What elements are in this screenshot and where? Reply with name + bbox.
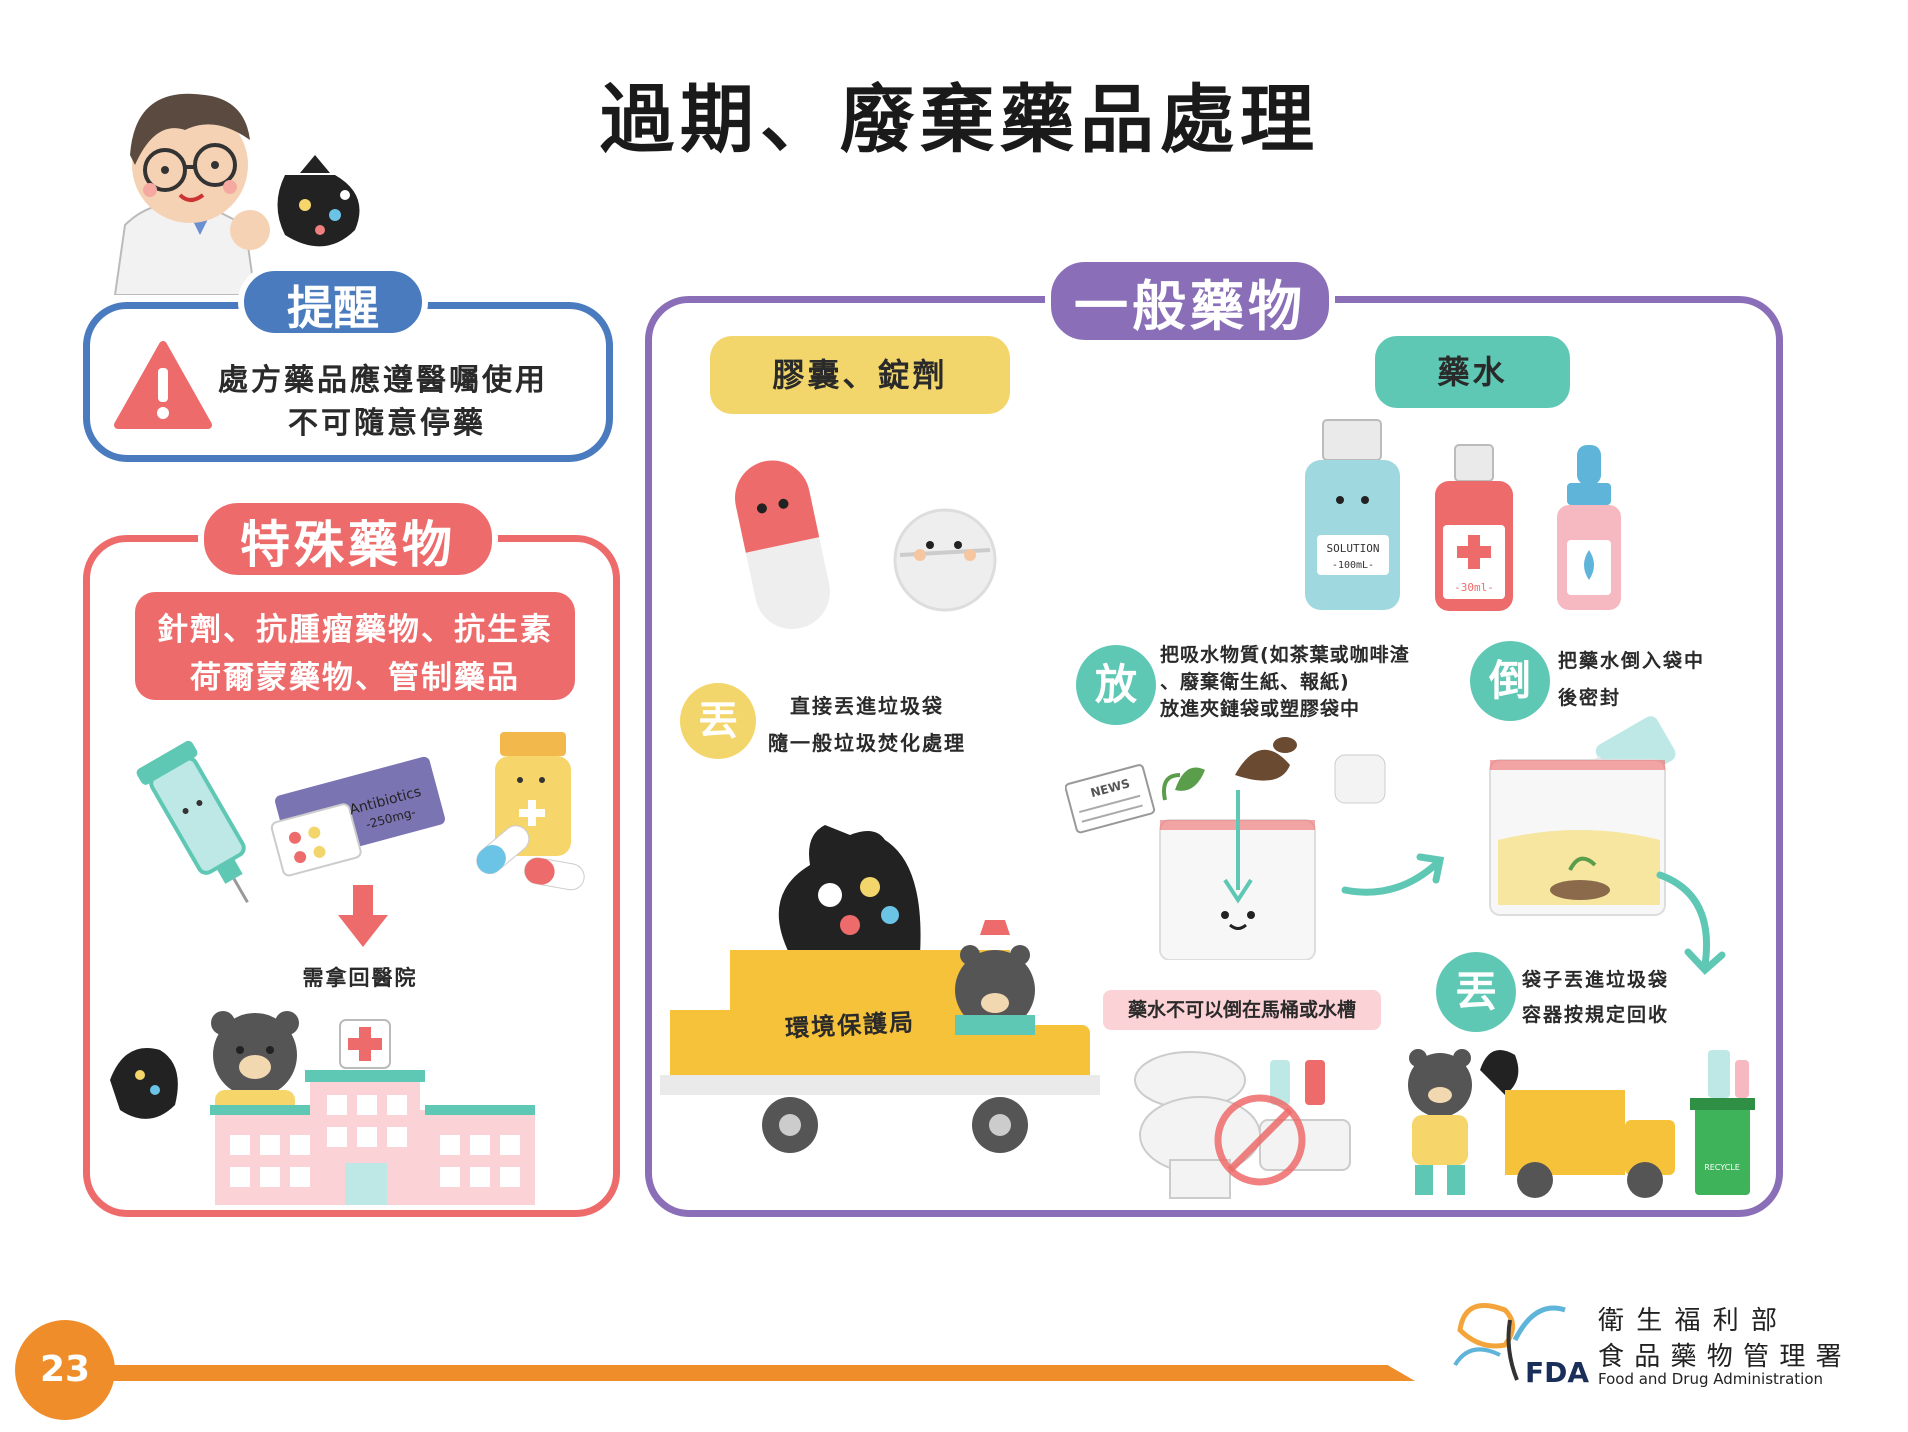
reminder-line2: 不可隨意停藥 — [288, 406, 486, 441]
put-badge: 放 — [1076, 645, 1156, 725]
recycle-label: RECYCLE — [1704, 1163, 1740, 1172]
bag-line1: 袋子丟進垃圾袋 — [1522, 969, 1670, 991]
put-line3: 放進夾鏈袋或塑膠袋中 — [1160, 698, 1361, 720]
toilet-sink-illustration — [1120, 1040, 1360, 1200]
special-line1: 針劑、抗腫瘤藥物、抗生素 — [157, 612, 553, 648]
pour-line1: 把藥水倒入袋中 — [1558, 650, 1706, 672]
page-number: 23 — [15, 1320, 115, 1420]
pour-bag-illustration — [1470, 690, 1710, 920]
general-tag: 一般藥物 — [1045, 256, 1335, 346]
footer-bar — [40, 1365, 1415, 1381]
org-line2: 食 品 藥 物 管 理 署 — [1598, 1342, 1843, 1372]
throw-line1: 直接丟進垃圾袋 — [790, 694, 944, 718]
absorbent-bag-illustration: NEWS — [1065, 720, 1415, 960]
put-line2: 、廢棄衛生紙、報紙) — [1160, 671, 1350, 693]
throw-badge: 丟 — [680, 683, 756, 759]
liquid-bottles-illustration: SOLUTION -100mL- -30ml- — [1295, 415, 1640, 615]
capsule-tag: 膠囊、錠劑 — [710, 336, 1010, 414]
special-drugs-illustration: Antibiotics -250mg- — [130, 720, 590, 910]
special-list-box — [135, 592, 575, 700]
return-note: 需拿回醫院 — [302, 966, 418, 990]
bag-badge: 丟 — [1436, 952, 1516, 1032]
arrow-curve-down-icon — [1650, 870, 1730, 980]
reminder-tag: 提醒 — [238, 265, 428, 339]
special-line2: 荷爾蒙藥物、管制藥品 — [190, 660, 520, 696]
solution-volume-label: -100mL- — [1332, 560, 1374, 571]
doctor-illustration — [95, 55, 375, 295]
bag-line2: 容器按規定回收 — [1522, 1004, 1670, 1026]
arrow-right-icon — [1340, 845, 1450, 905]
org-line3: Food and Drug Administration — [1598, 1370, 1823, 1388]
throw-line2: 隨一般垃圾焚化處理 — [768, 731, 966, 755]
arrow-down-icon — [338, 885, 388, 949]
solution-label: SOLUTION — [1327, 542, 1380, 555]
garbage-truck-illustration — [660, 795, 1100, 1165]
pour-line2: 後密封 — [1558, 687, 1622, 709]
bear-truck-recycle-illustration: RECYCLE — [1390, 1030, 1760, 1205]
liquid-tag: 藥水 — [1375, 336, 1570, 408]
org-line1: 衛 生 福 利 部 — [1598, 1306, 1780, 1336]
capsule-tablet-illustration — [720, 455, 1010, 635]
fda-logo: FDA — [1445, 1290, 1595, 1390]
fda-logo-text: FDA — [1525, 1356, 1589, 1389]
warning-tag: 藥水不可以倒在馬桶或水槽 — [1103, 990, 1381, 1030]
put-line1: 把吸水物質(如茶葉或咖啡渣 — [1160, 644, 1410, 666]
bottle-30ml-label: -30ml- — [1454, 581, 1494, 594]
reminder-line1: 處方藥品應遵醫囑使用 — [218, 363, 548, 398]
special-tag: 特殊藥物 — [198, 497, 498, 581]
pour-badge: 倒 — [1470, 641, 1550, 721]
warning-triangle-icon — [113, 340, 213, 430]
hospital-illustration — [105, 995, 545, 1205]
page-title: 過期、廢棄藥品處理 — [600, 77, 1320, 163]
